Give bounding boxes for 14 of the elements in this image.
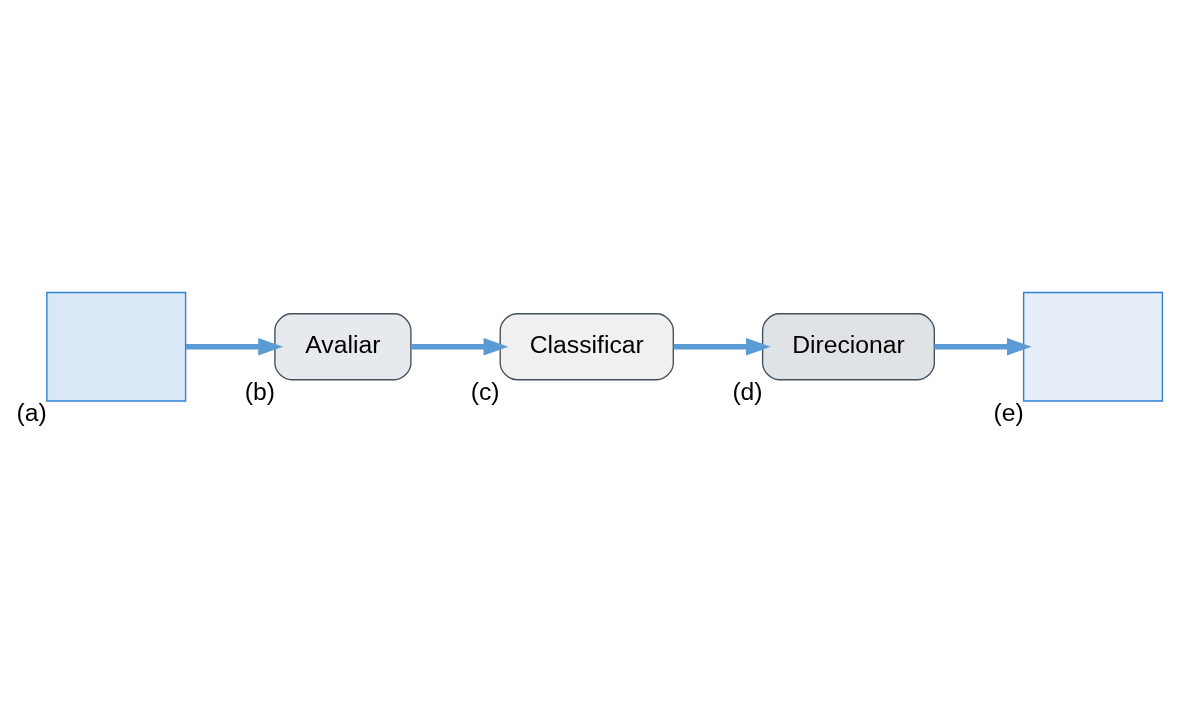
arrow: [186, 337, 283, 355]
node-label: (b): [244, 377, 275, 405]
arrow: [934, 337, 1032, 355]
node-label: (c): [470, 377, 500, 405]
node-box: Classificar: [499, 312, 674, 380]
node-box: [46, 291, 187, 402]
node-box: Direcionar: [761, 312, 935, 380]
node-label: (d): [732, 377, 763, 405]
node-label: (e): [993, 398, 1024, 426]
node-label: (a): [16, 398, 47, 426]
arrow: [673, 337, 771, 355]
node-box: Avaliar: [274, 312, 412, 380]
node-box: [1022, 291, 1164, 402]
arrow: [411, 337, 509, 355]
